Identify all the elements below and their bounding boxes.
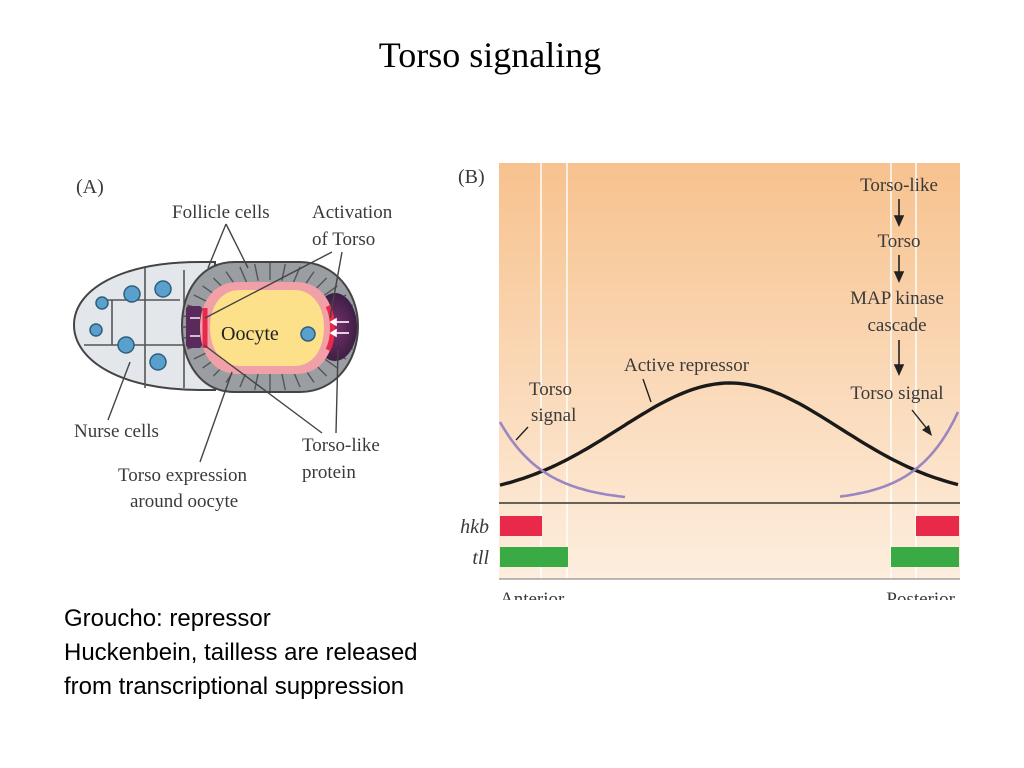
page-title: Torso signaling bbox=[378, 35, 602, 75]
torso-like-label-1: Torso-like bbox=[302, 435, 380, 456]
nurse-nucleus bbox=[89, 323, 103, 337]
active-repressor-label: Active repressor bbox=[624, 355, 750, 376]
nurse-nucleus bbox=[123, 285, 141, 303]
figure: (A) bbox=[72, 163, 960, 600]
torso-signal-curve-anterior bbox=[498, 421, 626, 499]
torso-expression-label-2: around oocyte bbox=[130, 491, 238, 512]
nurse-cells-label: Nurse cells bbox=[74, 421, 159, 442]
panel-a: (A) bbox=[72, 176, 393, 512]
active-repressor-curve bbox=[499, 381, 959, 487]
pathway-arrows bbox=[893, 199, 905, 376]
panel-a-letter: (A) bbox=[76, 176, 104, 198]
panel-b-letter: (B) bbox=[458, 166, 485, 188]
caption-line-2: Huckenbein, tailless are released bbox=[64, 639, 418, 666]
panel-b-background bbox=[499, 163, 960, 579]
oocyte-label: Oocyte bbox=[221, 323, 279, 345]
activation-label-1: Activation bbox=[312, 202, 393, 223]
torso-signal-curve-posterior bbox=[839, 411, 960, 498]
follicle-cells-label: Follicle cells bbox=[172, 202, 270, 223]
tll-label: tll bbox=[472, 547, 489, 569]
oocyte bbox=[210, 290, 324, 366]
torso-signal-left-label-1: Torso bbox=[529, 379, 572, 400]
follicle-cell-border bbox=[254, 373, 259, 391]
activation-label-2: of Torso bbox=[312, 229, 375, 250]
egg-chamber bbox=[72, 261, 216, 391]
oocyte-nucleus bbox=[300, 326, 316, 342]
nurse-nucleus bbox=[95, 296, 109, 310]
leader-lines bbox=[107, 223, 343, 463]
anterior-activation-band bbox=[186, 306, 202, 348]
pathway-torso: Torso bbox=[877, 231, 920, 252]
hkb-bar-posterior bbox=[916, 516, 959, 536]
caption-line-1: Groucho: repressor bbox=[64, 605, 271, 632]
torso-expression-label-1: Torso expression bbox=[118, 465, 248, 486]
anterior-label: Anterior bbox=[500, 589, 565, 600]
pathway-torso-like: Torso-like bbox=[860, 175, 938, 196]
torso-signal-left-label-2: signal bbox=[531, 405, 576, 426]
pathway-cascade: cascade bbox=[867, 315, 926, 336]
active-repressor-pointer bbox=[642, 378, 652, 403]
follicle-cell-border bbox=[281, 373, 286, 391]
nurse-nucleus bbox=[149, 353, 167, 371]
posterior-red-edge bbox=[325, 304, 335, 352]
boundary-guides bbox=[540, 163, 917, 579]
posterior-label: Posterior bbox=[886, 589, 955, 600]
torso-like-label-2: protein bbox=[302, 462, 356, 483]
follicle-cell-border bbox=[239, 266, 248, 284]
caption: Groucho: repressor Huckenbein, tailless … bbox=[64, 602, 524, 704]
hkb-label: hkb bbox=[460, 516, 489, 538]
torso-signal-left-pointer bbox=[515, 426, 529, 441]
hkb-bar-anterior bbox=[500, 516, 542, 536]
anterior-arrows bbox=[190, 317, 200, 337]
pathway-map-kinase: MAP kinase bbox=[850, 288, 944, 309]
tll-bar-posterior bbox=[891, 547, 959, 567]
nurse-nuclei bbox=[89, 280, 172, 371]
follicle-cell-border bbox=[254, 263, 259, 281]
tll-bar-anterior bbox=[500, 547, 568, 567]
panel-b: (B) Torso-like Torso MAP kinase cascade … bbox=[458, 163, 960, 600]
pathway: Torso-like Torso MAP kinase cascade Tors… bbox=[850, 175, 944, 436]
nurse-nucleus bbox=[117, 336, 135, 354]
nurse-nucleus bbox=[154, 280, 172, 298]
posterior-arrows bbox=[329, 317, 349, 338]
torso-signal-pointer bbox=[911, 409, 929, 431]
torso-signal-right-label: Torso signal bbox=[850, 383, 943, 404]
caption-line-3: from transcriptional suppression bbox=[64, 673, 405, 700]
torso-signal-pointer-head bbox=[922, 425, 932, 436]
